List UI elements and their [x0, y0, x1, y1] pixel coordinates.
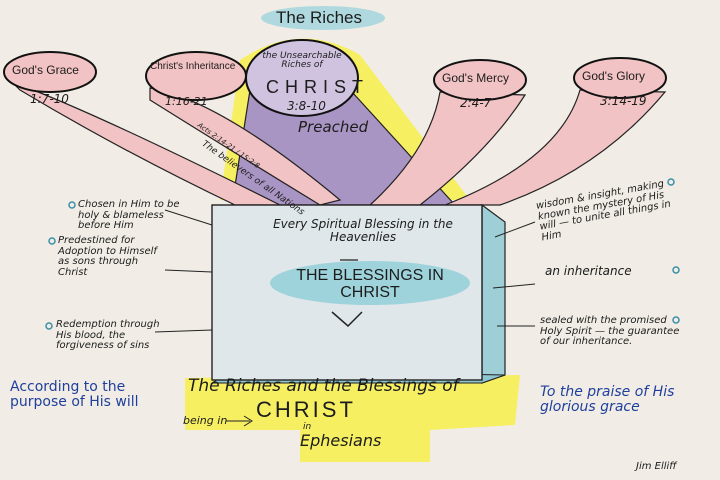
right-note-inheritance: an inheritance	[545, 264, 632, 278]
horn-christs-inheritance	[149, 87, 342, 206]
left-footer: According to the purpose of His will	[10, 379, 139, 410]
riches-ref-gods-mercy: 2:4-7	[460, 96, 492, 110]
oval-center	[245, 39, 359, 117]
title-highlight	[261, 6, 385, 30]
riches-emphasis-christ: CHRIST	[266, 77, 369, 97]
left-note-predestined: Predestined for Adoption to Himself as s…	[58, 235, 157, 278]
left-note-chosen: Chosen in Him to be holy & blameless bef…	[78, 199, 180, 231]
box-top-text: Every Spiritual Blessing in the Heavenli…	[273, 217, 453, 244]
caption-highlight	[185, 375, 520, 462]
caption-book: Ephesians	[300, 431, 382, 450]
right-note-sealed: sealed with the promised Holy Spirit — t…	[540, 315, 680, 347]
riches-ref-gods-grace: 1:7-10	[30, 92, 69, 106]
caption-christ: CHRIST	[256, 397, 356, 422]
riches-ref-unsearchable: 3:8-10	[287, 99, 326, 113]
chevron-down-icon	[331, 311, 363, 328]
riches-label-gods-glory: God's Glory	[582, 69, 645, 83]
caption-line1: The Riches and the Blessings of	[188, 376, 459, 396]
horn-gods-glory	[444, 89, 667, 206]
preached-note: Preached	[298, 118, 369, 136]
riches-label-christs-inheritance: Christ's Inheritance	[150, 61, 236, 72]
box-right-face	[481, 203, 506, 384]
signature: Jim Elliff	[636, 461, 677, 472]
caption-in: in	[303, 422, 312, 432]
caption-being-in: being in	[183, 414, 228, 427]
blessings-highlight	[270, 261, 470, 305]
oval-christs-inheritance	[145, 51, 247, 101]
riches-label-gods-mercy: God's Mercy	[442, 71, 509, 85]
oval-gods-grace	[3, 51, 97, 93]
riches-label-gods-grace: God's Grace	[12, 63, 79, 77]
riches-label-unsearchable: the Unsearchable Riches of	[262, 51, 342, 71]
riches-ref-christs-inheritance: 1:16-21	[165, 95, 208, 108]
blessings-in-christ: THE BLESSINGS IN CHRIST	[296, 267, 444, 301]
left-note-redemption: Redemption through His blood, the forgiv…	[56, 319, 160, 351]
riches-ref-gods-glory: 3:14-19	[600, 94, 647, 108]
oval-gods-glory	[573, 57, 667, 99]
page-title: The Riches	[276, 8, 362, 27]
oval-gods-mercy	[433, 59, 527, 101]
right-footer: To the praise of His glorious grace	[540, 384, 675, 415]
